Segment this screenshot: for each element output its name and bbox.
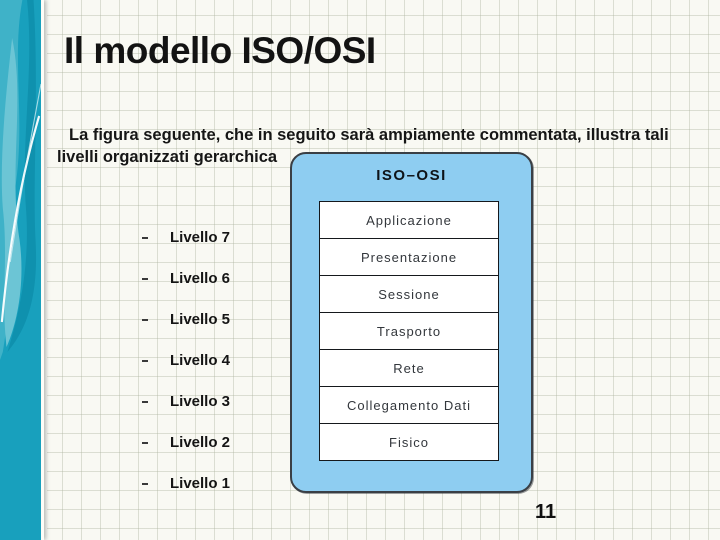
diagram-title: ISO–OSI bbox=[376, 167, 447, 184]
dash-bullet-icon bbox=[142, 359, 148, 362]
body-line-1: La figura seguente, che in seguito sarà … bbox=[69, 126, 669, 144]
list-item-livello-6: Livello 6 bbox=[142, 258, 230, 299]
page-number: 11 bbox=[535, 501, 557, 523]
osi-layer-applicazione: Applicazione bbox=[319, 201, 499, 239]
list-item-livello-3: Livello 3 bbox=[142, 381, 230, 422]
list-item-livello-1: Livello 1 bbox=[142, 463, 230, 504]
list-item-livello-7: Livello 7 bbox=[142, 217, 230, 258]
body-line-2: livelli organizzati gerarchica bbox=[57, 148, 278, 166]
list-item-label: Livello 3 bbox=[170, 393, 231, 410]
osi-layer-stack: Applicazione Presentazione Sessione Tras… bbox=[319, 201, 499, 461]
slide-content-area: Il modello ISO/OSI La figura seguente, c… bbox=[47, 0, 720, 540]
slide-title: Il modello ISO/OSI bbox=[64, 30, 376, 71]
list-item-label: Livello 2 bbox=[170, 434, 231, 451]
osi-layer-fisico: Fisico bbox=[319, 423, 499, 461]
dash-bullet-icon bbox=[142, 277, 148, 280]
dash-bullet-icon bbox=[142, 318, 148, 321]
osi-layer-trasporto: Trasporto bbox=[319, 312, 499, 350]
dash-bullet-icon bbox=[142, 236, 148, 239]
list-item-label: Livello 1 bbox=[170, 475, 231, 492]
list-item-livello-5: Livello 5 bbox=[142, 299, 230, 340]
osi-layer-rete: Rete bbox=[319, 349, 499, 387]
level-list: Livello 7 Livello 6 Livello 5 Livello 4 … bbox=[142, 217, 230, 504]
osi-layer-sessione: Sessione bbox=[319, 275, 499, 313]
list-item-label: Livello 7 bbox=[170, 229, 231, 246]
sidebar-decoration bbox=[0, 0, 44, 540]
dash-bullet-icon bbox=[142, 400, 148, 403]
list-item-label: Livello 4 bbox=[170, 352, 231, 369]
list-item-livello-2: Livello 2 bbox=[142, 422, 230, 463]
dash-bullet-icon bbox=[142, 482, 148, 485]
osi-layer-collegamento-dati: Collegamento Dati bbox=[319, 386, 499, 424]
dash-bullet-icon bbox=[142, 441, 148, 444]
list-item-label: Livello 5 bbox=[170, 311, 231, 328]
list-item-livello-4: Livello 4 bbox=[142, 340, 230, 381]
iso-osi-diagram: ISO–OSI Applicazione Presentazione Sessi… bbox=[290, 152, 533, 493]
body-paragraph: La figura seguente, che in seguito sarà … bbox=[57, 124, 705, 168]
wave-ornament-icon bbox=[0, 0, 41, 540]
list-item-label: Livello 6 bbox=[170, 270, 231, 287]
osi-layer-presentazione: Presentazione bbox=[319, 238, 499, 276]
